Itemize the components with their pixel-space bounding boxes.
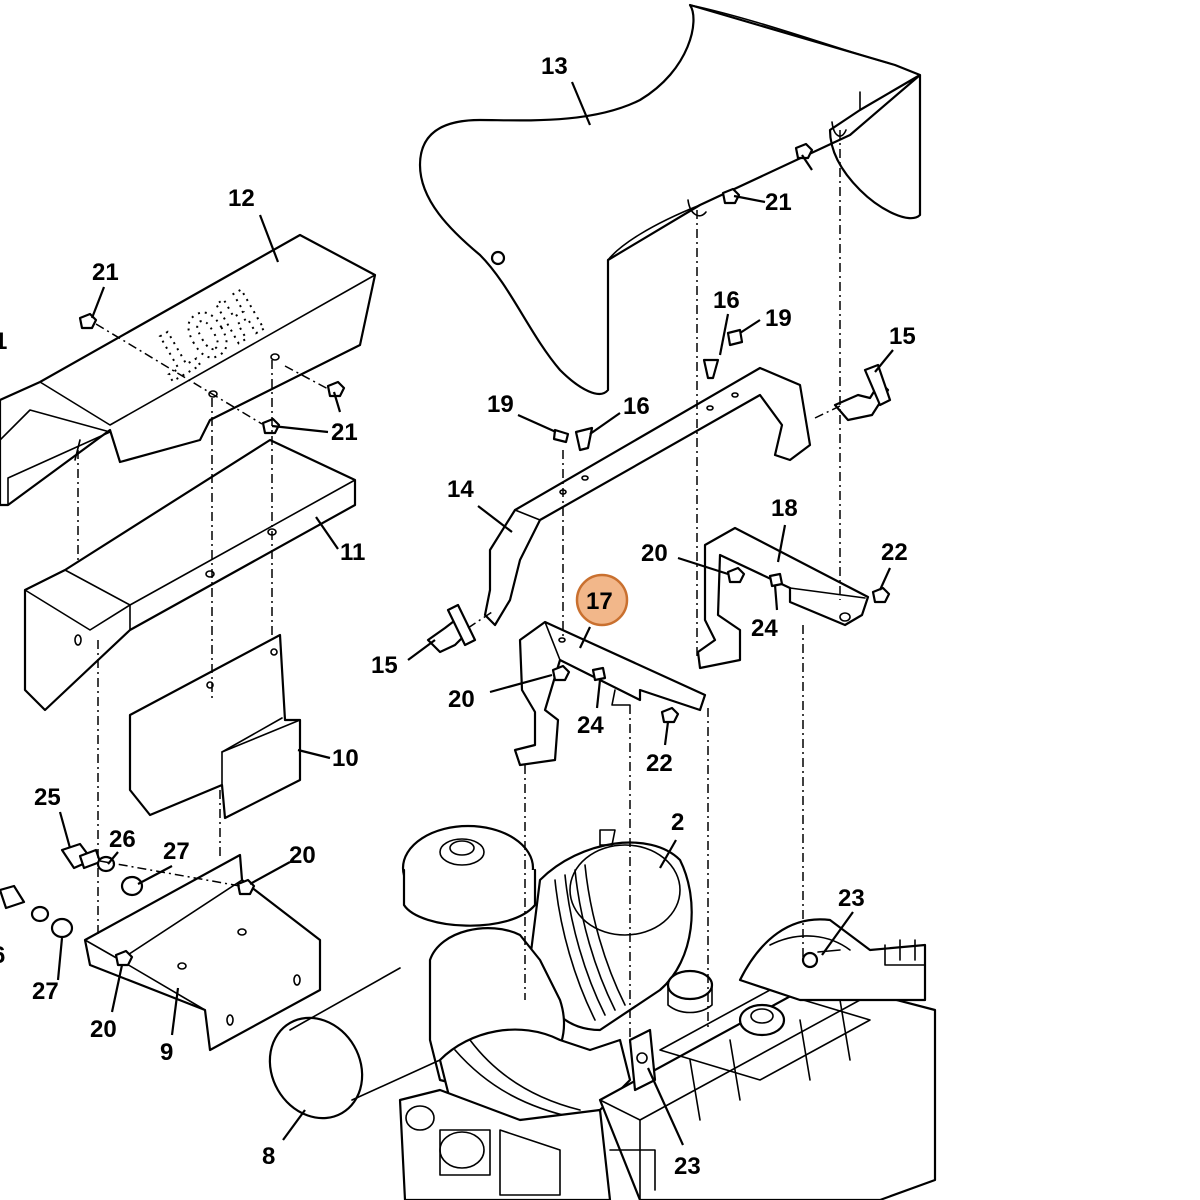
callout-1: 1 [0,328,7,355]
callout-10: 10 [332,745,359,772]
callout-6: 6 [0,942,5,969]
callout-24-middle: 24 [577,712,604,739]
callout-27-upper: 27 [163,838,190,865]
callout-9: 9 [160,1039,173,1066]
callout-21-top: 21 [765,189,792,216]
callout-2: 2 [671,809,684,836]
part-9-bracket [83,853,322,1052]
callout-25: 25 [34,784,61,811]
callout-22-middle: 22 [646,750,673,777]
part-13-shroud [418,3,922,396]
callout-26: 26 [109,826,136,853]
callout-23-bottom: 23 [674,1153,701,1180]
callout-12: 12 [228,185,255,212]
callout-27-lower: 27 [32,978,59,1005]
callout-22-right: 22 [881,539,908,566]
callout-19-left: 19 [487,391,514,418]
part-11-inner-shield [23,438,357,712]
callout-18: 18 [771,495,798,522]
assembly-lines [77,130,841,1045]
callout-19-right: 19 [765,305,792,332]
leader-lines [56,81,894,1146]
callout-15-right: 15 [889,323,916,350]
callout-8: 8 [262,1143,275,1170]
callout-21-left: 21 [92,259,119,286]
callout-20-lower-right: 20 [289,842,316,869]
callout-21-center: 21 [331,419,358,446]
callout-20-middle: 20 [448,686,475,713]
callout-16-right: 16 [713,287,740,314]
callout-16-left: 16 [623,393,650,420]
part-18-bracket [696,526,870,670]
callout-17[interactable]: 17 [586,588,613,615]
callout-17-highlight[interactable] [575,573,629,627]
callout-15-left: 15 [371,652,398,679]
callout-23-top: 23 [838,885,865,912]
part-17-bracket [513,620,707,767]
hardware [0,142,892,967]
engine-assembly [268,824,937,1200]
callout-11: 11 [340,539,365,566]
part-10-plate [128,633,302,820]
callout-20-lower-left: 20 [90,1016,117,1043]
callout-14: 14 [447,476,474,503]
callout-20-upper: 20 [641,540,668,567]
callout-labels: 1 2 6 8 9 10 11 12 13 14 15 15 16 16 17 … [0,53,916,1180]
callout-24-right: 24 [751,615,778,642]
callout-13: 13 [541,53,568,80]
part-14-bracket [483,366,812,627]
